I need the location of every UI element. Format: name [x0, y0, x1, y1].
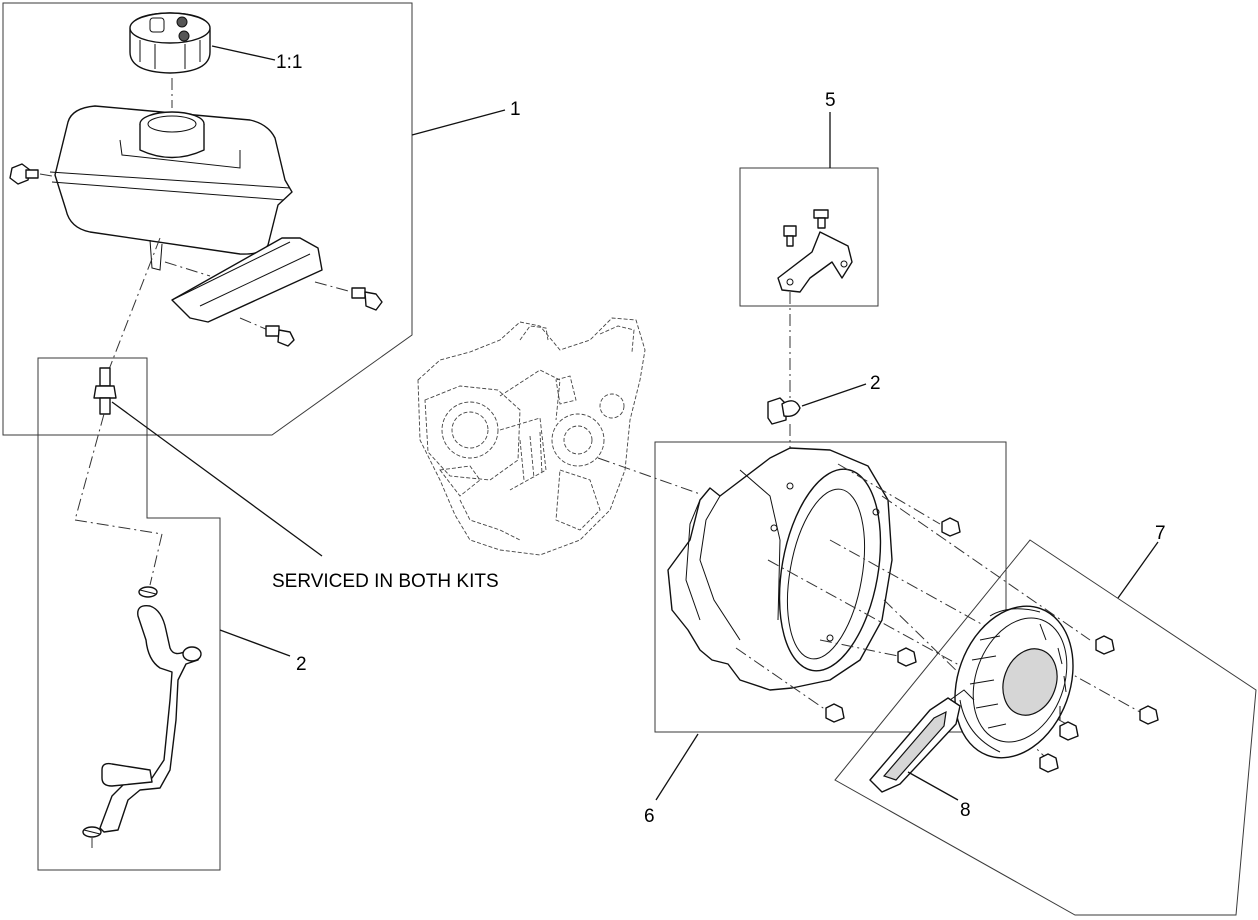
- callout-1: 1: [510, 99, 521, 120]
- leader-2-clip: [801, 383, 867, 407]
- heat-shield: [171, 237, 323, 323]
- leader-6: [655, 733, 699, 801]
- blower-housing: [667, 447, 893, 691]
- starter-handle: [869, 689, 975, 793]
- fuel-hose-kit-box: [37, 357, 221, 871]
- bracket-screw-1: [783, 225, 797, 247]
- leader-1: [411, 109, 506, 136]
- callout-2-hose: 2: [296, 654, 307, 675]
- recoil-starter: [954, 605, 1074, 759]
- hose-clamp-upper: [138, 586, 158, 598]
- housing-bolt-3: [825, 703, 845, 723]
- starter-bolt-4: [1039, 753, 1059, 773]
- callout-1-1: 1:1: [276, 52, 302, 73]
- leader-2-hose: [219, 629, 291, 657]
- leader-7: [1117, 541, 1159, 599]
- bracket-kit-box: [739, 167, 879, 307]
- tank-bolt: [9, 163, 39, 185]
- callout-7: 7: [1155, 523, 1166, 544]
- fuel-hose: [99, 605, 202, 833]
- fuel-cap: [129, 12, 211, 74]
- hose-clamp-lower: [82, 826, 102, 838]
- bracket: [777, 231, 853, 293]
- starter-bolt-2: [1139, 705, 1159, 725]
- callout-8: 8: [960, 800, 971, 821]
- callout-5: 5: [825, 90, 836, 111]
- recoil-starter-kit-box: [834, 539, 1257, 916]
- fuel-tank-kit-box: [2, 2, 413, 436]
- bracket-screw-2: [813, 209, 829, 229]
- fuel-valve-fitting: [93, 367, 117, 415]
- leader-1-1: [211, 45, 276, 61]
- shield-bolt-lower: [265, 325, 295, 347]
- starter-bolt-3: [1059, 721, 1079, 741]
- wire-clip: [767, 397, 801, 425]
- callout-2-clip: 2: [870, 373, 881, 394]
- engine-crankcase: [417, 317, 646, 556]
- fuel-tank: [49, 105, 293, 271]
- housing-bolt-2: [897, 647, 917, 667]
- callout-6: 6: [644, 806, 655, 827]
- leader-8: [907, 771, 959, 801]
- leader-serviced: [111, 401, 323, 557]
- starter-bolt-1: [1095, 635, 1115, 655]
- serviced-note: SERVICED IN BOTH KITS: [272, 571, 499, 592]
- shield-bolt-upper: [351, 287, 383, 311]
- housing-bolt-1: [941, 517, 961, 537]
